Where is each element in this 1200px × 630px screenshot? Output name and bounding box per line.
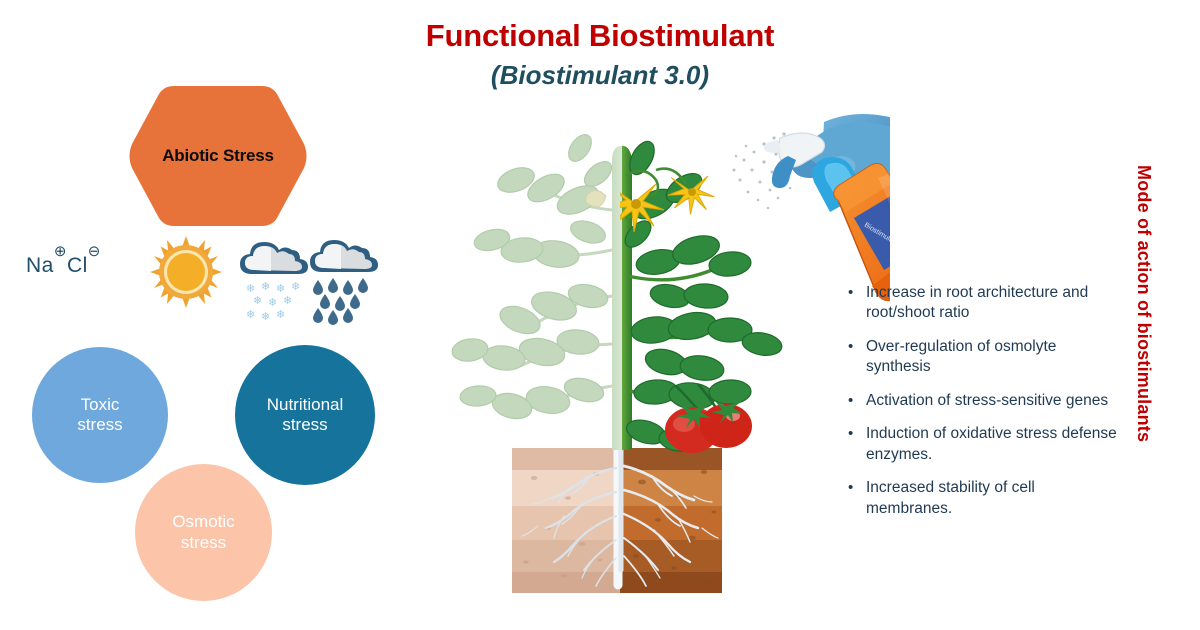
sun-icon	[150, 236, 222, 308]
hexagon-label: Abiotic Stress	[162, 146, 274, 165]
bullet-icon: •	[848, 479, 854, 497]
list-item: • Over-regulation of osmolyte synthesis	[848, 337, 1120, 378]
stress-circle-osmotic: Osmotic stress	[135, 464, 272, 601]
list-item: • Increased stability of cell membranes.	[848, 478, 1120, 519]
svg-text:❄: ❄	[261, 311, 270, 323]
snow-cloud-icon: ❄❄ ❄❄ ❄❄ ❄❄ ❄❄	[240, 242, 308, 323]
toxic-line1: Toxic	[80, 394, 120, 414]
soil-cross-section	[512, 448, 722, 593]
list-item-text: Activation of stress-sensitive genes	[866, 391, 1109, 409]
bullet-icon: •	[848, 337, 854, 355]
svg-text:❄: ❄	[291, 281, 300, 293]
snowflakes: ❄❄ ❄❄ ❄❄ ❄❄ ❄❄	[246, 281, 300, 323]
svg-text:❄: ❄	[246, 283, 255, 295]
stressed-leaves	[451, 134, 613, 420]
list-item: • Increase in root architecture and root…	[848, 283, 1120, 324]
bullet-icon: •	[848, 425, 854, 443]
nacl-na: Na	[26, 254, 54, 277]
osmotic-line1: Osmotic	[172, 512, 235, 532]
svg-text:❄: ❄	[261, 281, 270, 293]
osmotic-line2: stress	[180, 532, 227, 552]
mode-of-action-list: • Increase in root architecture and root…	[848, 283, 1120, 532]
nacl-cation-icon: ⊕	[53, 242, 67, 260]
trigger	[771, 156, 796, 188]
stress-circle-nutritional-label: Nutritional stress	[267, 395, 344, 435]
stress-circle-toxic-label: Toxic stress	[77, 395, 122, 435]
tomato-flowers	[620, 167, 715, 233]
plant-stem	[612, 145, 632, 450]
svg-text:❄: ❄	[246, 309, 255, 321]
toxic-line2: stress	[77, 415, 123, 434]
mode-of-action-vertical-label: Mode of action of biostimulants	[1134, 165, 1154, 443]
root-system	[521, 448, 719, 590]
list-item-text: Increased stability of cell membranes.	[866, 479, 1035, 517]
list-item: • Induction of oxidative stress defense …	[848, 424, 1120, 465]
plant-illustration: Biostimulant	[430, 100, 938, 610]
stress-circle-osmotic-label: Osmotic stress	[172, 512, 234, 552]
page-subtitle: (Biostimulant 3.0)	[490, 60, 710, 90]
list-item-text: Induction of oxidative stress defense en…	[866, 425, 1117, 463]
spray-bottle-with-glove: Biostimulant	[732, 114, 938, 302]
bullet-icon: •	[848, 391, 854, 409]
healthy-foliage	[620, 140, 783, 453]
list-item: • Activation of stress-sensitive genes	[848, 391, 1120, 411]
nutritional-line1: Nutritional	[266, 394, 344, 414]
hexagon-shape	[129, 86, 307, 226]
list-item-text: Increase in root architecture and root/s…	[866, 284, 1089, 322]
svg-text:❄: ❄	[283, 295, 292, 307]
stress-circle-toxic: Toxic stress	[32, 347, 168, 483]
svg-text:❄: ❄	[253, 295, 262, 307]
abiotic-stress-hexagon: Abiotic Stress	[126, 82, 310, 230]
nacl-anion-icon: ⊖	[87, 242, 101, 260]
bullet-icon: •	[848, 284, 854, 301]
weather-stress-icons: ❄❄ ❄❄ ❄❄ ❄❄ ❄❄	[150, 234, 380, 326]
nacl-formula: Na⊕Cl⊖	[26, 243, 101, 278]
nozzle	[764, 140, 782, 153]
svg-text:❄: ❄	[276, 283, 285, 295]
rain-cloud-icon	[310, 240, 378, 325]
stressed-foliage	[451, 134, 613, 420]
stress-circle-nutritional: Nutritional stress	[235, 345, 375, 485]
nacl-cl: Cl	[66, 254, 88, 277]
svg-text:❄: ❄	[268, 297, 277, 309]
healthy-leaves	[624, 140, 783, 452]
nutritional-line2: stress	[282, 415, 328, 434]
raindrops	[313, 278, 368, 325]
svg-text:❄: ❄	[276, 309, 285, 321]
stressed-flower	[585, 190, 607, 208]
list-item-text: Over-regulation of osmolyte synthesis	[866, 337, 1057, 376]
page-title: Functional Biostimulant	[425, 18, 775, 53]
tomato-fruits	[665, 383, 752, 453]
tomato-calyx	[676, 401, 743, 428]
